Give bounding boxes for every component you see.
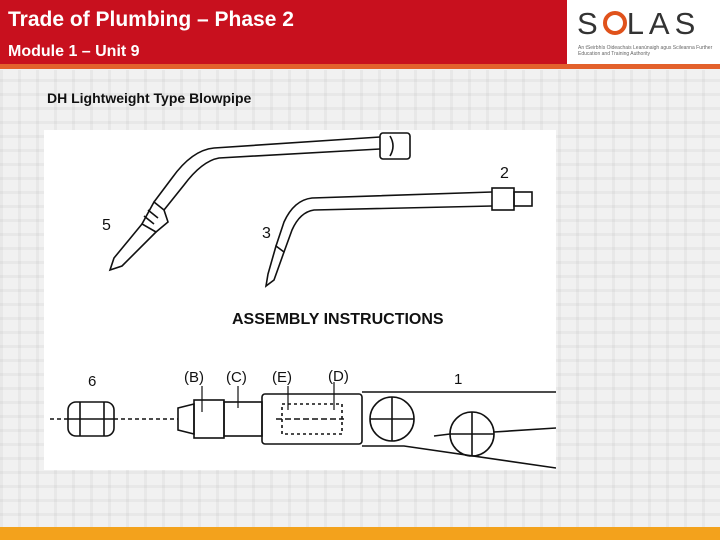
label-c: (C)	[226, 369, 247, 386]
blowpipe-diagram: 2 5 3 ASSEMBLY INSTRUCTIONS 6 (B) (C) (E…	[44, 130, 557, 470]
label-6: 6	[88, 373, 96, 390]
blowpipe-drawing: 2 5 3 ASSEMBLY INSTRUCTIONS 6 (B) (C) (E…	[50, 132, 557, 469]
header-bar: Trade of Plumbing – Phase 2 Module 1 – U…	[0, 0, 567, 64]
header-underline	[0, 64, 720, 69]
label-b: (B)	[184, 369, 204, 386]
label-3: 3	[262, 225, 271, 242]
slide-subtitle: Module 1 – Unit 9	[8, 43, 140, 60]
logo-letters-las: LAS	[626, 6, 701, 41]
solas-logo: S LAS An tSeirbhís Oideachais Leanúnaigh …	[567, 0, 720, 64]
label-d: (D)	[328, 368, 349, 385]
label-2: 2	[500, 165, 509, 182]
footer-bar	[0, 527, 720, 540]
logo-o-ring-icon	[602, 11, 627, 35]
label-e: (E)	[272, 369, 292, 386]
label-1: 1	[454, 371, 462, 388]
logo-tagline: An tSeirbhís Oideachais Leanúnaigh agus …	[578, 45, 713, 57]
assembly-heading: ASSEMBLY INSTRUCTIONS	[232, 311, 444, 328]
label-5: 5	[102, 217, 111, 234]
slide-title: Trade of Plumbing – Phase 2	[8, 8, 294, 31]
logo-letter-s: S	[577, 6, 603, 41]
figure-title: DH Lightweight Type Blowpipe	[47, 90, 252, 106]
logo-wordmark: S LAS	[577, 6, 700, 42]
